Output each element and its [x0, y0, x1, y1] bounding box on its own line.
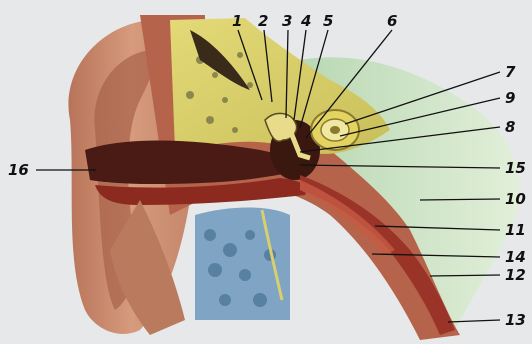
- label-4: 4: [300, 12, 311, 30]
- label-15: 15: [505, 159, 526, 177]
- label-12: 12: [505, 266, 526, 284]
- label-2: 2: [258, 12, 268, 30]
- label-9: 9: [505, 89, 515, 107]
- label-10: 10: [505, 190, 526, 208]
- label-14: 14: [505, 248, 526, 266]
- label-6: 6: [387, 12, 397, 30]
- lower-tissue: [195, 208, 290, 321]
- label-1: 1: [232, 12, 242, 30]
- label-7: 7: [505, 63, 516, 81]
- label-5: 5: [323, 12, 333, 30]
- label-11: 11: [505, 221, 526, 239]
- label-3: 3: [282, 12, 292, 30]
- label-13: 13: [505, 311, 526, 329]
- label-8: 8: [505, 118, 515, 136]
- cochlea-core: [330, 126, 340, 134]
- label-16: 16: [8, 161, 29, 179]
